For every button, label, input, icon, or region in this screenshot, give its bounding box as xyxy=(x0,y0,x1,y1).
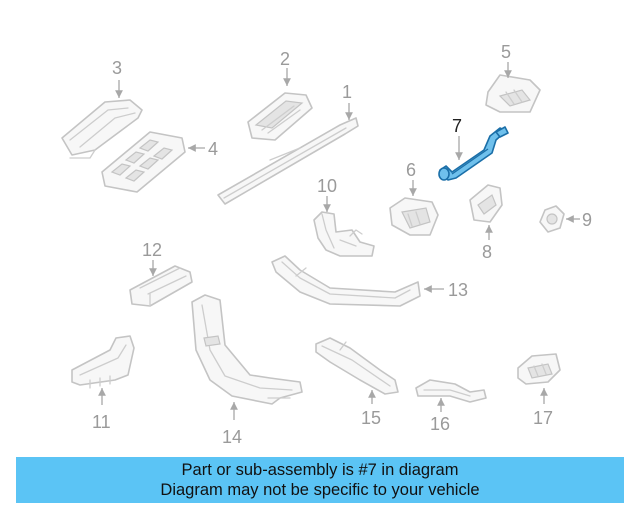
callout-13: 13 xyxy=(448,280,468,300)
part-10-upright-duct[interactable] xyxy=(313,211,375,257)
callout-15: 15 xyxy=(361,408,381,428)
banner-line-2: Diagram may not be specific to your vehi… xyxy=(160,481,480,499)
banner-line-1: Part or sub-assembly is #7 in diagram xyxy=(181,461,459,479)
part-13-floor-duct[interactable] xyxy=(271,255,421,307)
callout-8: 8 xyxy=(482,242,492,262)
part-5-corner-vent[interactable] xyxy=(485,74,541,113)
callout-1: 1 xyxy=(342,82,352,102)
part-8-side-vent[interactable] xyxy=(469,184,503,223)
part-1-defroster-strip[interactable] xyxy=(217,117,359,205)
callout-3: 3 xyxy=(112,58,122,78)
part-16-bent-duct[interactable] xyxy=(415,379,487,403)
part-2-center-vent[interactable] xyxy=(247,92,313,141)
part-17-box-vent[interactable] xyxy=(517,353,561,385)
part-9-round-clip[interactable] xyxy=(539,205,565,233)
callout-7: 7 xyxy=(452,116,462,136)
part-4-louvered-grille[interactable] xyxy=(101,131,186,193)
callout-14: 14 xyxy=(222,427,242,447)
part-3-vent-duct[interactable] xyxy=(61,99,143,159)
part-7-hose-highlighted[interactable] xyxy=(438,126,509,181)
part-11-left-duct[interactable] xyxy=(71,335,135,389)
callout-11: 11 xyxy=(92,412,111,432)
callout-4: 4 xyxy=(208,139,218,159)
part-14-l-duct[interactable] xyxy=(191,294,303,405)
callout-12: 12 xyxy=(142,240,162,260)
callout-9: 9 xyxy=(582,210,592,230)
callout-5: 5 xyxy=(501,42,511,62)
parts-diagram: 3 4 2 1 5 7 xyxy=(61,42,592,447)
part-6-square-vent[interactable] xyxy=(389,197,439,236)
callout-2: 2 xyxy=(280,49,290,69)
callout-17: 17 xyxy=(533,408,553,428)
part-12-bracket[interactable] xyxy=(129,265,193,307)
callout-16: 16 xyxy=(430,414,450,434)
callout-10: 10 xyxy=(317,176,337,196)
callout-6: 6 xyxy=(406,160,416,180)
info-banner: Part or sub-assembly is #7 in diagram Di… xyxy=(16,457,624,503)
part-15-diagonal-duct[interactable] xyxy=(315,337,399,395)
